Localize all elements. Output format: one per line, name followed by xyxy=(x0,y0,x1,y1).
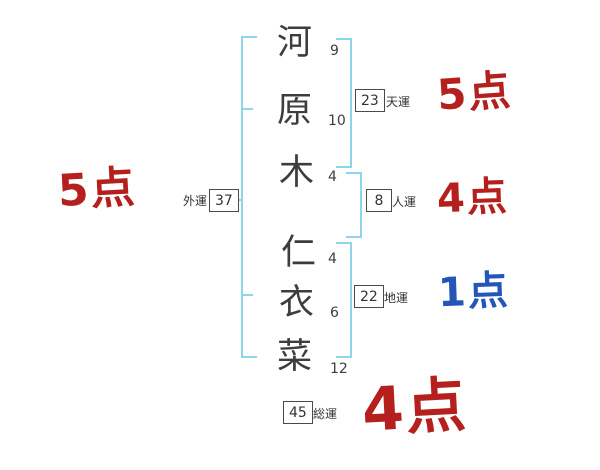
heaven-luck-value-box: 23 xyxy=(355,89,385,112)
heaven-luck-label: 天運 xyxy=(386,95,411,109)
earth-bracket-tick-bottom xyxy=(336,356,352,358)
outer-bracket-tick-upper xyxy=(241,108,253,110)
person-luck-score: 4点 xyxy=(436,173,510,223)
total-luck-label: 総運 xyxy=(313,407,338,421)
outer-bracket-line xyxy=(241,36,243,358)
stroke-count-5: 6 xyxy=(330,305,339,321)
heaven-bracket-tick-top xyxy=(336,38,352,40)
total-luck-value-box: 45 xyxy=(283,401,313,424)
heaven-bracket-line xyxy=(350,38,352,168)
earth-bracket-tick-top xyxy=(336,242,352,244)
outer-bracket-tick-lower xyxy=(241,294,253,296)
name-char-4: 仁 xyxy=(281,233,317,273)
outer-luck-score: 5点 xyxy=(56,161,138,218)
stroke-count-4: 4 xyxy=(328,251,337,267)
name-char-6: 菜 xyxy=(277,337,313,377)
name-char-5: 衣 xyxy=(279,283,315,323)
outer-bracket-tick-bottom xyxy=(241,356,257,358)
person-luck-label: 人運 xyxy=(392,195,417,209)
earth-luck-score: 1点 xyxy=(437,267,511,317)
name-char-3: 木 xyxy=(279,153,315,193)
stroke-count-6: 12 xyxy=(330,361,348,377)
total-luck-score: 4点 xyxy=(360,370,470,446)
stroke-count-3: 4 xyxy=(328,169,337,185)
name-char-1: 河 xyxy=(277,23,313,63)
outer-luck-value-box: 37 xyxy=(209,189,239,212)
person-bracket-tick-bottom xyxy=(346,236,362,238)
heaven-luck-score: 5点 xyxy=(435,65,514,120)
stroke-count-1: 9 xyxy=(330,43,339,59)
heaven-bracket-tick-bottom xyxy=(336,166,352,168)
earth-bracket-line xyxy=(350,242,352,358)
outer-bracket-tick-top xyxy=(241,36,257,38)
person-luck-value-box: 8 xyxy=(366,189,392,212)
person-bracket-tick-top xyxy=(346,172,362,174)
earth-luck-value-box: 22 xyxy=(354,285,384,308)
stroke-count-2: 10 xyxy=(328,113,346,129)
person-bracket-line xyxy=(360,172,362,238)
earth-luck-label: 地運 xyxy=(384,291,409,305)
outer-luck-label: 外運 xyxy=(183,194,208,208)
name-char-2: 原 xyxy=(277,91,313,131)
